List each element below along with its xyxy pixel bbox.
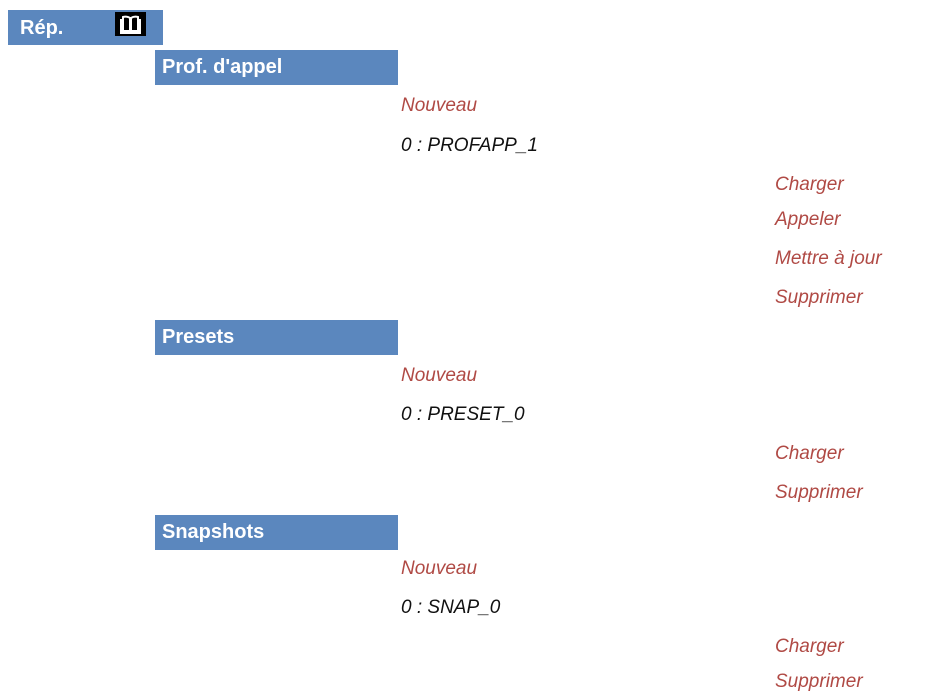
prof-appel-call-action[interactable]: Appeler bbox=[775, 209, 841, 230]
new-preset-item[interactable]: Nouveau bbox=[401, 365, 478, 386]
book-icon[interactable] bbox=[115, 12, 146, 36]
preset-load-action[interactable]: Charger bbox=[775, 443, 844, 464]
section-header-presets[interactable]: Presets bbox=[155, 320, 398, 355]
prof-appel-entry-item[interactable]: 0 : PROFAPP_1 bbox=[401, 135, 538, 156]
root-header[interactable]: Rép. bbox=[8, 10, 163, 45]
prof-appel-load-action[interactable]: Charger bbox=[775, 174, 844, 195]
snapshot-entry-item[interactable]: 0 : SNAP_0 bbox=[401, 597, 501, 618]
new-prof-appel-item[interactable]: Nouveau bbox=[401, 95, 478, 116]
snapshot-load-action[interactable]: Charger bbox=[775, 636, 844, 657]
new-snapshot-item[interactable]: Nouveau bbox=[401, 558, 478, 579]
prof-appel-delete-action[interactable]: Supprimer bbox=[775, 287, 863, 308]
preset-delete-action[interactable]: Supprimer bbox=[775, 482, 863, 503]
preset-entry-item[interactable]: 0 : PRESET_0 bbox=[401, 404, 525, 425]
prof-appel-update-action[interactable]: Mettre à jour bbox=[775, 248, 882, 269]
snapshot-delete-action[interactable]: Supprimer bbox=[775, 671, 863, 692]
section-header-snapshots[interactable]: Snapshots bbox=[155, 515, 398, 550]
section-header-prof-appel[interactable]: Prof. d'appel bbox=[155, 50, 398, 85]
root-label: Rép. bbox=[20, 17, 64, 39]
